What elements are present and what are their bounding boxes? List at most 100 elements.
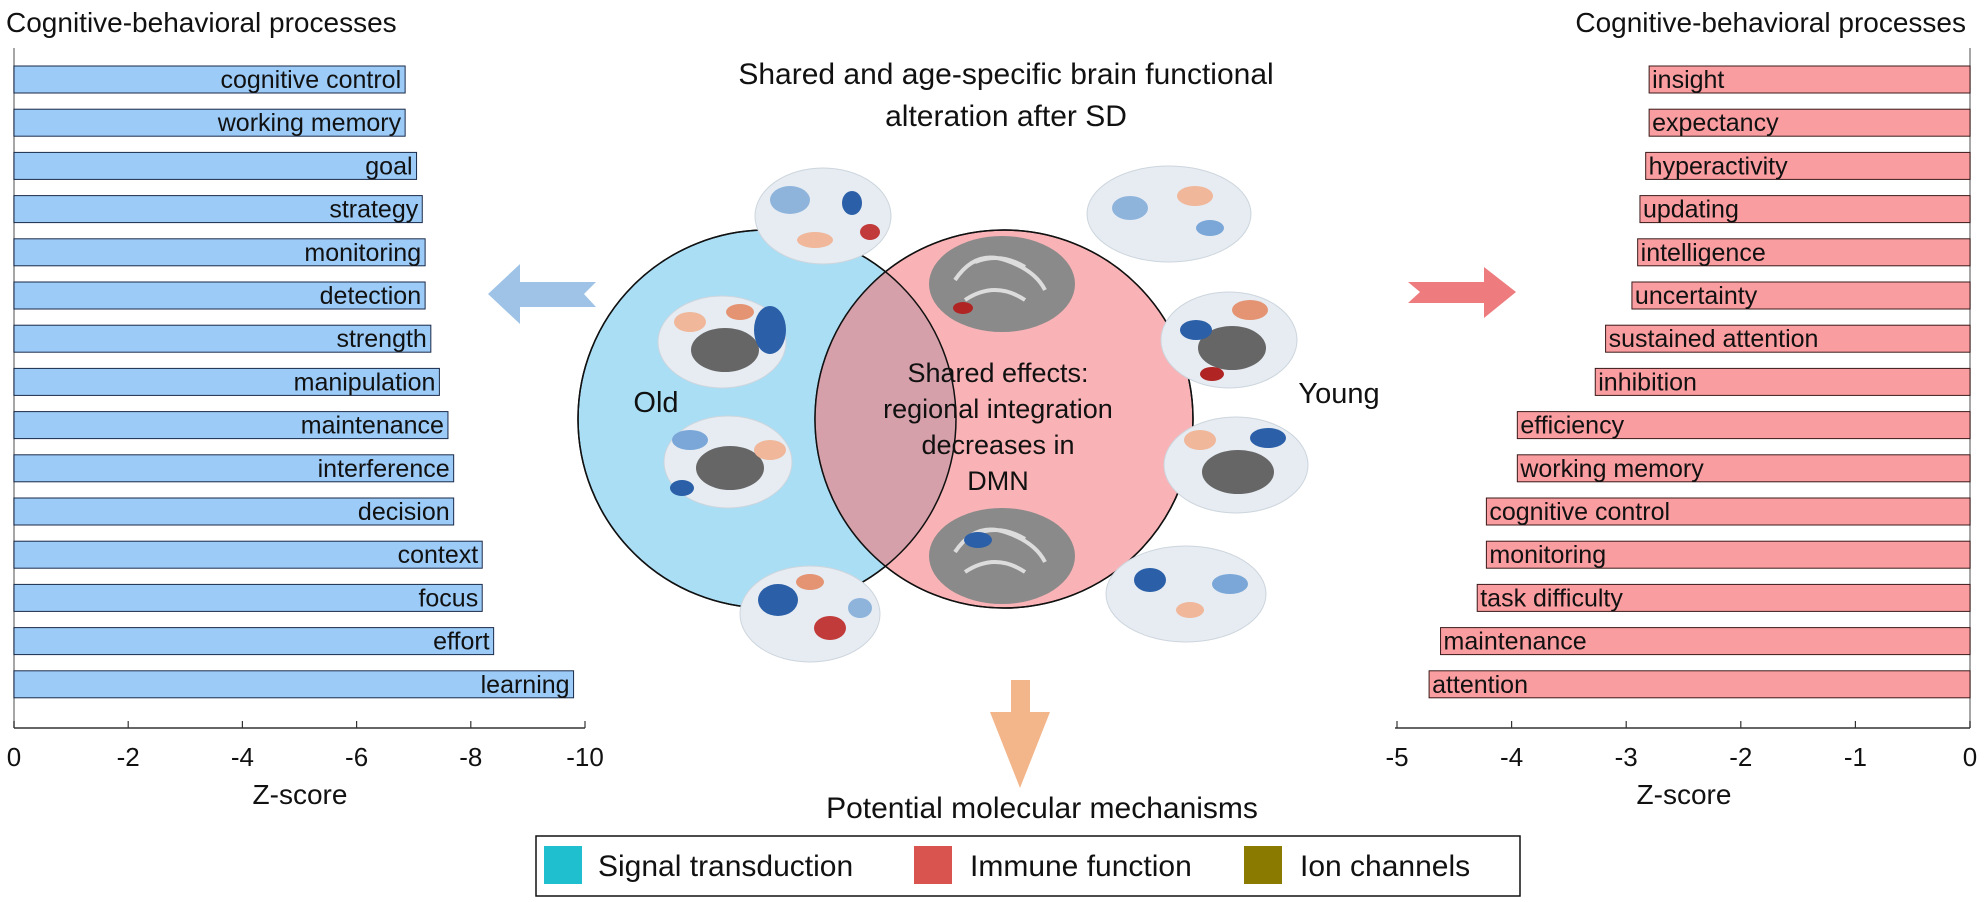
- bar: [13, 367, 440, 396]
- bar: [1594, 367, 1971, 396]
- bar-label: context: [398, 541, 479, 569]
- bar: [1428, 670, 1971, 699]
- legend-box: [535, 835, 1521, 897]
- bar-label: updating: [1643, 196, 1739, 224]
- legend-item-signal: Signal transduction: [544, 846, 853, 884]
- bar-label: hyperactivity: [1649, 152, 1788, 180]
- bar-label: sustained attention: [1609, 325, 1819, 353]
- tick-label: -5: [1385, 742, 1408, 772]
- right-bar-chart: Cognitive-behavioral processes insightex…: [1385, 7, 1977, 810]
- left-x-ticks: 0-2-4-6-8-10: [7, 721, 604, 772]
- old-label: Old: [633, 387, 678, 419]
- bar-label: efficiency: [1520, 412, 1624, 440]
- legend-swatch: [1244, 846, 1282, 884]
- bar-label: maintenance: [301, 412, 444, 440]
- legend-swatch: [914, 846, 952, 884]
- bar-label: attention: [1432, 671, 1528, 699]
- brain-shared-medial-icon: [929, 508, 1075, 604]
- tick-label: -2: [1729, 742, 1752, 772]
- bar: [1631, 281, 1971, 310]
- right-x-axis-label: Z-score: [1637, 779, 1732, 810]
- bar-label: monitoring: [1489, 541, 1606, 569]
- bar-label: uncertainty: [1635, 282, 1758, 310]
- bar-label: detection: [320, 282, 421, 310]
- tick-label: -4: [1500, 742, 1523, 772]
- bar: [1516, 411, 1971, 440]
- legend-label: Ion channels: [1300, 850, 1470, 883]
- bar-label: learning: [481, 671, 570, 699]
- bar: [1485, 497, 1971, 526]
- bar-label: working memory: [217, 109, 402, 137]
- shared-text-line-1: Shared effects:: [907, 358, 1088, 388]
- bar-label: monitoring: [304, 239, 421, 267]
- bar: [13, 454, 455, 483]
- bar-label: cognitive control: [1489, 498, 1670, 526]
- bar-label: cognitive control: [220, 66, 401, 94]
- bar-label: decision: [358, 498, 450, 526]
- bar: [13, 670, 575, 699]
- bar-label: focus: [418, 584, 478, 612]
- bar-label: expectancy: [1652, 109, 1779, 137]
- venn-diagram: Old Young Shared effects: regional integ…: [577, 165, 1380, 663]
- bar: [13, 281, 426, 310]
- tick-label: -6: [345, 742, 368, 772]
- bar-label: maintenance: [1444, 628, 1587, 656]
- brain-lateral-icon: [754, 167, 892, 265]
- brain-medial-icon: [663, 415, 793, 509]
- legend-label: Immune function: [970, 850, 1192, 883]
- bar: [13, 195, 423, 224]
- bar: [1605, 324, 1971, 353]
- tick-label: -4: [231, 742, 254, 772]
- bar: [1637, 238, 1971, 267]
- molecular-title: Potential molecular mechanisms: [826, 792, 1258, 825]
- bottom-arrow-icon: [990, 680, 1050, 788]
- tick-label: 0: [1963, 742, 1977, 772]
- center-title-line-1: Shared and age-specific brain functional: [738, 58, 1273, 91]
- bar: [1645, 151, 1971, 180]
- bar-label: goal: [365, 152, 412, 180]
- brain-medial-icon: [1163, 416, 1309, 514]
- bar-label: manipulation: [294, 368, 436, 396]
- bar: [13, 497, 455, 526]
- right-x-ticks: -5 -4 -3 -2 -1 0: [1385, 721, 1977, 772]
- bar: [13, 151, 418, 180]
- right-bars: insight expectancy hyperactivity updating in…: [1428, 65, 1971, 699]
- brain-medial-icon: [657, 295, 787, 389]
- bar: [13, 627, 495, 656]
- bar: [1476, 583, 1971, 612]
- legend-item-immune: Immune function: [914, 846, 1192, 884]
- bar: [13, 411, 449, 440]
- bar: [1485, 540, 1971, 569]
- brain-lateral-icon: [1105, 545, 1267, 643]
- tick-label: -1: [1844, 742, 1867, 772]
- left-bar-chart: Cognitive-behavioral processes cognitive…: [6, 7, 604, 810]
- bar: [13, 238, 426, 267]
- legend-label: Signal transduction: [598, 850, 853, 883]
- bar: [13, 540, 483, 569]
- young-label: Young: [1298, 378, 1379, 410]
- legend: Signal transduction Immune function Ion …: [535, 835, 1521, 897]
- bar: [1639, 195, 1971, 224]
- bar: [1440, 627, 1971, 656]
- bar: [1516, 454, 1971, 483]
- bar-label: effort: [433, 628, 490, 656]
- tick-label: 0: [7, 742, 21, 772]
- bar: [13, 108, 406, 137]
- tick-label: -3: [1615, 742, 1638, 772]
- bar-label: inhibition: [1598, 368, 1697, 396]
- legend-item-ion: Ion channels: [1244, 846, 1470, 884]
- bar-label: working memory: [1519, 455, 1704, 483]
- bar-label: strength: [336, 325, 426, 353]
- bar: [1648, 65, 1971, 94]
- brain-shared-medial-icon: [929, 236, 1075, 332]
- bar-label: insight: [1652, 66, 1724, 94]
- right-arrow-icon: [1408, 267, 1516, 318]
- legend-swatch: [544, 846, 582, 884]
- bar-label: intelligence: [1641, 239, 1766, 267]
- tick-label: -8: [459, 742, 482, 772]
- brain-lateral-icon: [739, 565, 881, 663]
- tick-label: -2: [117, 742, 140, 772]
- left-x-axis-label: Z-score: [253, 779, 348, 810]
